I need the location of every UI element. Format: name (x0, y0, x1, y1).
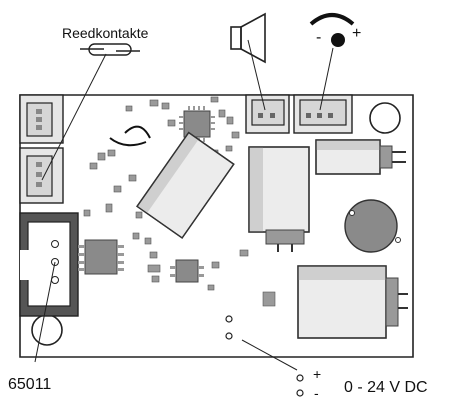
ic-chip-main (179, 106, 215, 142)
power-pad-plus (225, 315, 233, 323)
voltage-pad-plus (296, 374, 304, 382)
capacitor-tilted (109, 125, 235, 239)
part-number-label: 65011 (8, 376, 51, 393)
voltage-plus-label: + (313, 366, 321, 382)
reed-switch-icon (80, 43, 140, 56)
connector-65011 (19, 212, 79, 317)
voltage-range-label: 0 - 24 V DC (344, 379, 428, 396)
leader-lines (34, 39, 334, 371)
ic-chip-8pin (78, 239, 124, 275)
mounting-hole (31, 314, 63, 346)
capacitor-horizontal-top (315, 139, 406, 175)
buzzer (344, 199, 401, 253)
connector-left-mid (19, 147, 64, 204)
capacitor-upright (248, 146, 310, 252)
connector-left-top (19, 94, 64, 144)
power-pad-minus (225, 332, 233, 340)
capacitor-large (297, 265, 408, 339)
reed-contacts-label: Reedkontakte (62, 25, 149, 41)
volume-knob-icon (309, 13, 355, 47)
volume-minus-label: - (316, 29, 321, 46)
voltage-minus-label: - (314, 385, 319, 400)
volume-connector (293, 94, 353, 134)
speaker-icon (230, 12, 266, 64)
voltage-pad-minus (296, 389, 304, 397)
transistor (170, 259, 204, 283)
volume-plus-label: + (352, 25, 361, 42)
mounting-hole (369, 102, 401, 134)
speaker-connector (245, 94, 290, 134)
